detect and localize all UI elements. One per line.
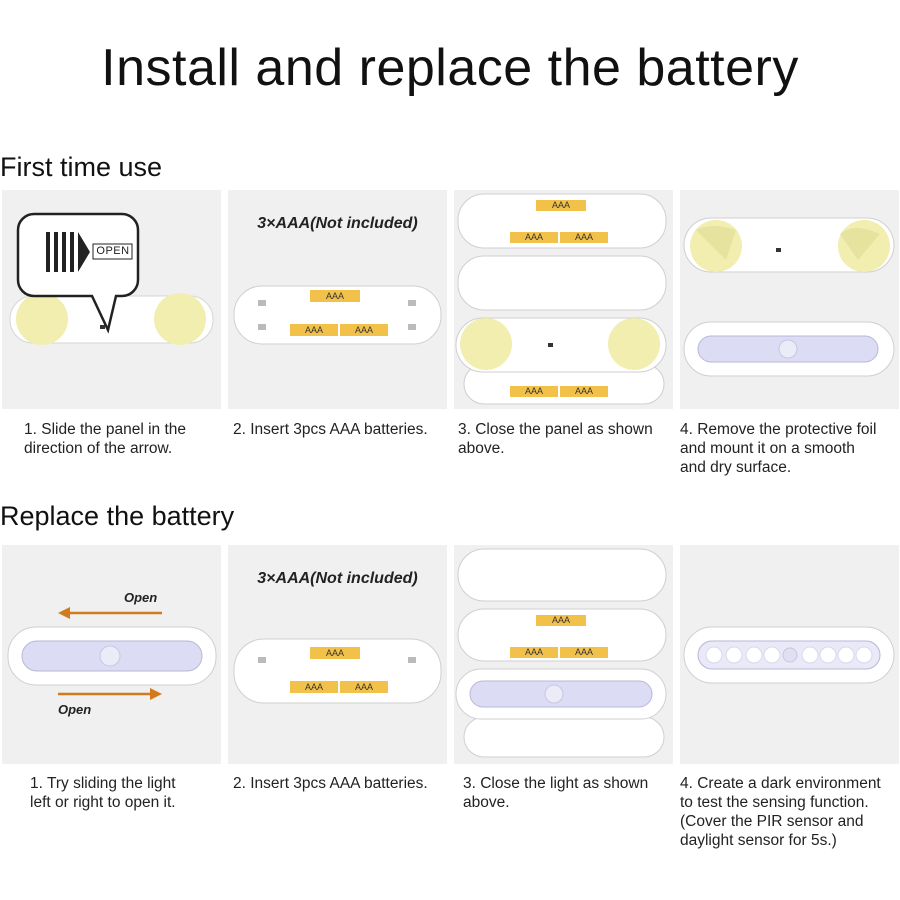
open-panel-illustration bbox=[9, 212, 214, 345]
step-caption-2-1: 1. Try sliding the light left or right t… bbox=[30, 775, 176, 811]
battery-compartment-illustration bbox=[233, 638, 442, 704]
battery-label: AAA bbox=[354, 325, 373, 335]
section-heading-first-time-use: First time use bbox=[0, 152, 163, 182]
page-title: Install and replace the battery bbox=[101, 39, 799, 97]
battery-label: AAA bbox=[574, 232, 593, 242]
battery-note: 3×AAA(Not included) bbox=[257, 570, 418, 587]
lit-light-illustration bbox=[683, 626, 895, 684]
step-panel-2-3: AAA AAA AAA bbox=[454, 545, 673, 764]
battery-label: AAA bbox=[325, 291, 344, 301]
battery-label: AAA bbox=[574, 647, 593, 657]
battery-compartment-illustration bbox=[233, 285, 442, 345]
battery-label: AAA bbox=[304, 325, 323, 335]
battery-label: AAA bbox=[325, 648, 344, 658]
open-label: OPEN bbox=[96, 245, 130, 257]
adhesive-pad-right bbox=[154, 293, 206, 345]
open-label-top: Open bbox=[124, 590, 157, 605]
step-panel-1-1: OPEN bbox=[2, 190, 221, 409]
battery-label: AAA bbox=[551, 615, 570, 625]
battery-note: 3×AAA(Not included) bbox=[257, 215, 418, 232]
arrow-left-icon bbox=[58, 607, 70, 619]
open-label-bottom: Open bbox=[58, 702, 91, 717]
step-caption-1-3: 3. Close the panel as shown above. bbox=[458, 421, 653, 457]
slide-open-illustration: Open Open bbox=[7, 590, 217, 717]
battery-icon bbox=[310, 290, 360, 302]
step-panel-1-2: 3×AAA(Not included) AAA AAA AAA bbox=[228, 190, 447, 409]
arrow-right-icon bbox=[150, 688, 162, 700]
battery-label: AAA bbox=[524, 232, 543, 242]
battery-label: AAA bbox=[551, 200, 570, 210]
step-panel-2-1: Open Open bbox=[2, 545, 221, 764]
battery-label: AAA bbox=[524, 647, 543, 657]
step-panel-2-2: 3×AAA(Not included) AAA AAA AAA bbox=[228, 545, 447, 764]
battery-label: AAA bbox=[574, 386, 593, 396]
battery-icon bbox=[290, 324, 338, 336]
step-caption-2-4: 4. Create a dark environment to test the… bbox=[680, 775, 881, 849]
close-panel-illustration bbox=[455, 193, 667, 405]
battery-label: AAA bbox=[354, 682, 373, 692]
battery-label: AAA bbox=[304, 682, 323, 692]
mount-illustration bbox=[683, 217, 895, 377]
step-caption-1-1: 1. Slide the panel in the direction of t… bbox=[24, 421, 187, 457]
adhesive-pad-left bbox=[16, 293, 68, 345]
step-caption-2-3: 3. Close the light as shown above. bbox=[463, 775, 649, 811]
close-light-illustration bbox=[455, 548, 667, 758]
battery-label: AAA bbox=[524, 386, 543, 396]
battery-icon bbox=[340, 324, 388, 336]
step-caption-1-4: 4. Remove the protective foil and mount … bbox=[680, 421, 877, 476]
step-panel-1-4 bbox=[680, 190, 899, 409]
step-caption-1-2: 2. Insert 3pcs AAA batteries. bbox=[233, 421, 428, 438]
step-panel-1-3: AAA AAA AAA AAA AAA bbox=[454, 190, 673, 409]
step-panel-2-4 bbox=[680, 545, 899, 764]
section-heading-replace-battery: Replace the battery bbox=[0, 501, 235, 531]
step-caption-2-2: 2. Insert 3pcs AAA batteries. bbox=[233, 775, 428, 792]
